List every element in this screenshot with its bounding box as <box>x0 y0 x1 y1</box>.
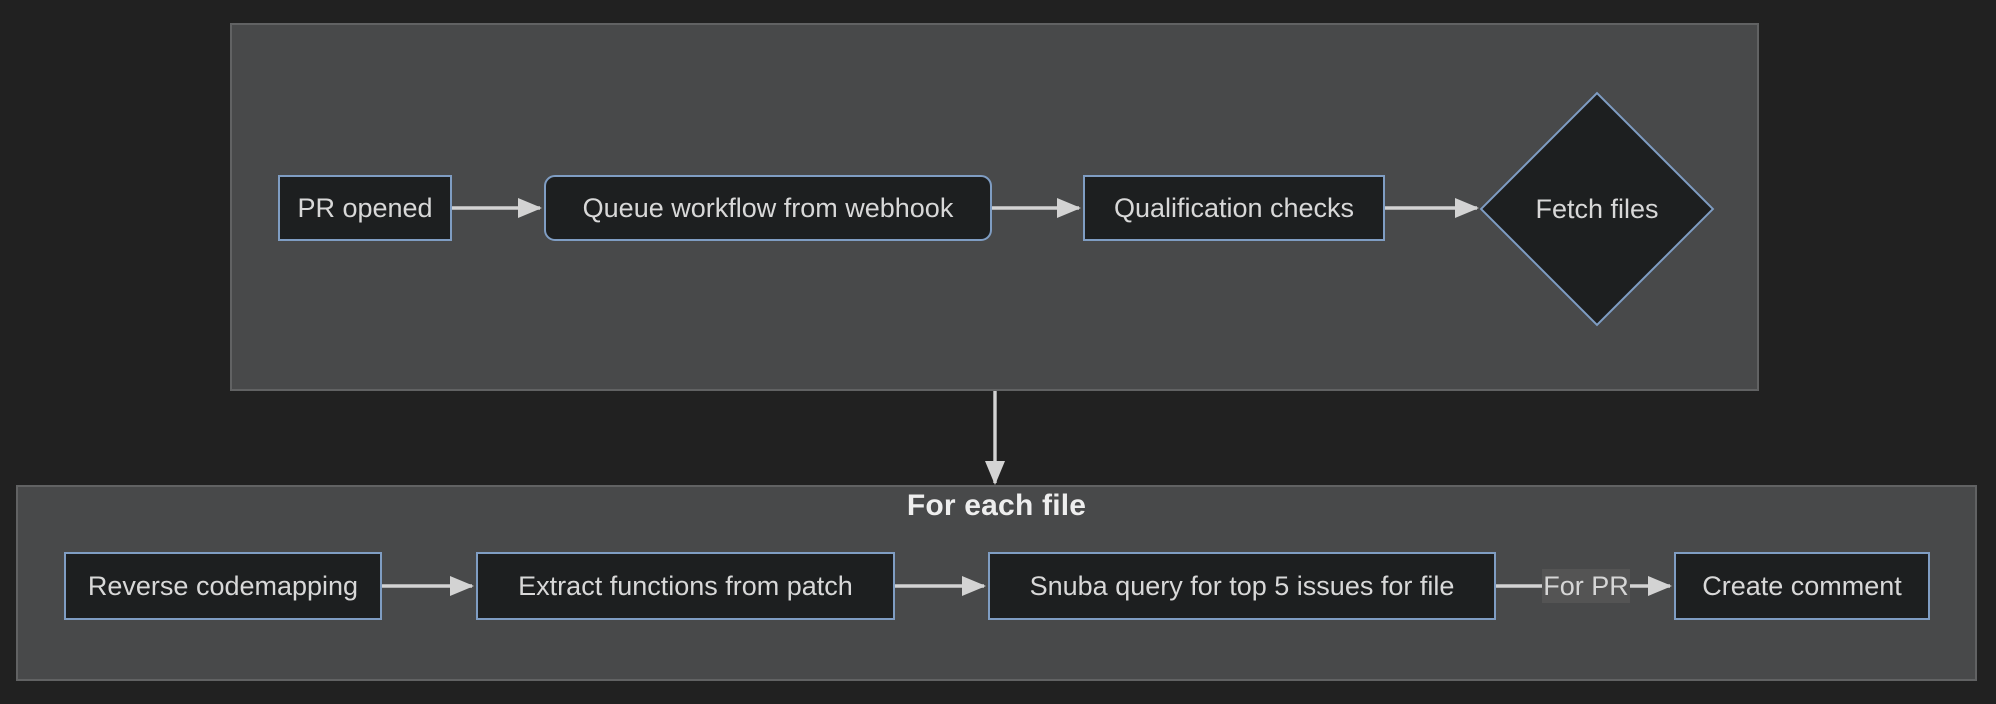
node-create-comment-label: Create comment <box>1702 570 1902 601</box>
node-extract-functions: Extract functions from patch <box>476 552 895 620</box>
node-extract-functions-label: Extract functions from patch <box>518 570 853 601</box>
node-create-comment: Create comment <box>1674 552 1930 620</box>
node-snuba-query: Snuba query for top 5 issues for file <box>988 552 1496 620</box>
node-qualification-checks: Qualification checks <box>1083 175 1385 241</box>
edge-label-for-pr: For PR <box>1542 569 1630 603</box>
node-reverse-codemapping-label: Reverse codemapping <box>87 570 359 601</box>
node-reverse-codemapping: Reverse codemapping <box>64 552 382 620</box>
node-fetch-files-label: Fetch files <box>1535 193 1659 224</box>
node-pr-opened: PR opened <box>278 175 452 241</box>
node-snuba-query-label: Snuba query for top 5 issues for file <box>1029 570 1455 601</box>
subgraph-title-for-each-file: For each file <box>906 489 1087 522</box>
node-qualification-checks-label: Qualification checks <box>1113 192 1355 223</box>
edge-label-for-pr-text: For PR <box>1543 570 1629 601</box>
node-queue-workflow-label: Queue workflow from webhook <box>582 192 954 223</box>
node-fetch-files-label-box: Fetch files <box>1489 176 1705 242</box>
node-queue-workflow: Queue workflow from webhook <box>544 175 992 241</box>
node-pr-opened-label: PR opened <box>297 192 433 223</box>
